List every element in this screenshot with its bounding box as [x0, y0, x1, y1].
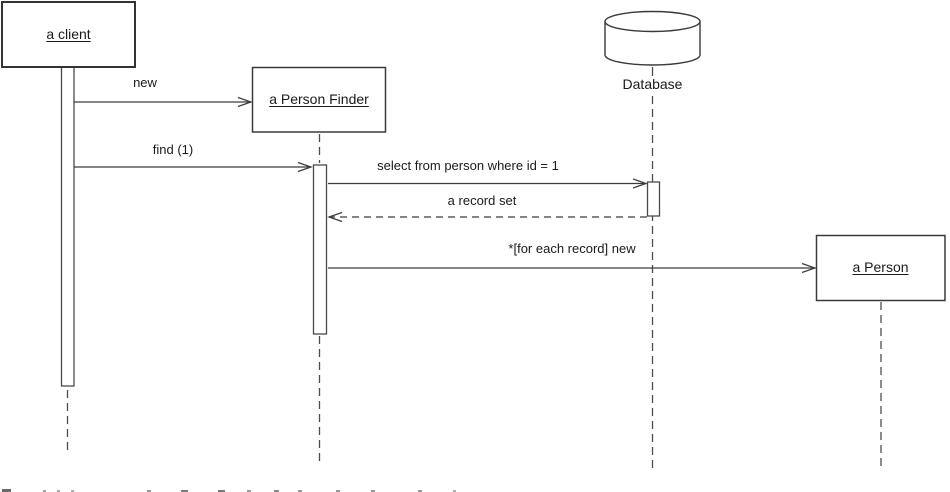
client-object-box: [1, 1, 136, 68]
text-fragment-mark: [418, 490, 422, 492]
open-arrowhead-icon: [237, 96, 253, 108]
participant-person-finder-label: a Person Finder: [269, 91, 369, 107]
database-cylinder-top: [604, 10, 701, 33]
client-activation-bar: [60, 66, 75, 387]
person-finder-object-box: [251, 66, 387, 133]
message-foreach-new-label: *[for each record] new: [508, 241, 636, 256]
open-arrowhead-icon: [632, 178, 648, 189]
open-arrowhead-icon: [297, 161, 313, 173]
text-fragment-mark: [43, 490, 46, 492]
open-arrowhead-icon: [801, 262, 817, 274]
text-fragment-mark: [57, 490, 60, 492]
message-select-label: select from person where id = 1: [377, 158, 559, 173]
text-fragment-mark: [247, 490, 251, 492]
text-fragment-mark: [181, 490, 188, 492]
text-fragment-mark: [274, 490, 279, 492]
database-activation-bar: [646, 181, 661, 217]
database-cylinder-body: [604, 21, 701, 66]
message-select-arrow: [328, 178, 648, 189]
open-arrowhead-icon: [327, 211, 343, 223]
database-cylinder-icon: [604, 10, 701, 66]
text-fragment-mark: [2, 489, 11, 492]
text-fragment-mark: [71, 490, 74, 492]
message-new-arrow: [74, 96, 253, 108]
text-fragment-mark: [147, 490, 151, 492]
message-record-set-return-arrow: [327, 211, 647, 223]
message-record-set-label: a record set: [447, 193, 517, 208]
text-fragment-mark: [218, 490, 225, 492]
message-find-arrow: [74, 161, 313, 173]
message-foreach-new-arrow: [328, 262, 817, 274]
participant-database-label: Database: [622, 76, 683, 92]
person-object-box: [815, 234, 946, 302]
participant-person-label: a Person: [852, 259, 909, 275]
message-find-label: find (1): [152, 142, 194, 157]
text-fragment-mark: [336, 490, 340, 492]
text-fragment-mark: [298, 490, 302, 492]
person-finder-activation-bar: [312, 164, 328, 335]
participant-client-label: a client: [46, 26, 91, 42]
text-fragment-mark: [371, 490, 375, 492]
message-new-label: new: [133, 75, 157, 90]
text-fragment-mark: [453, 490, 456, 492]
